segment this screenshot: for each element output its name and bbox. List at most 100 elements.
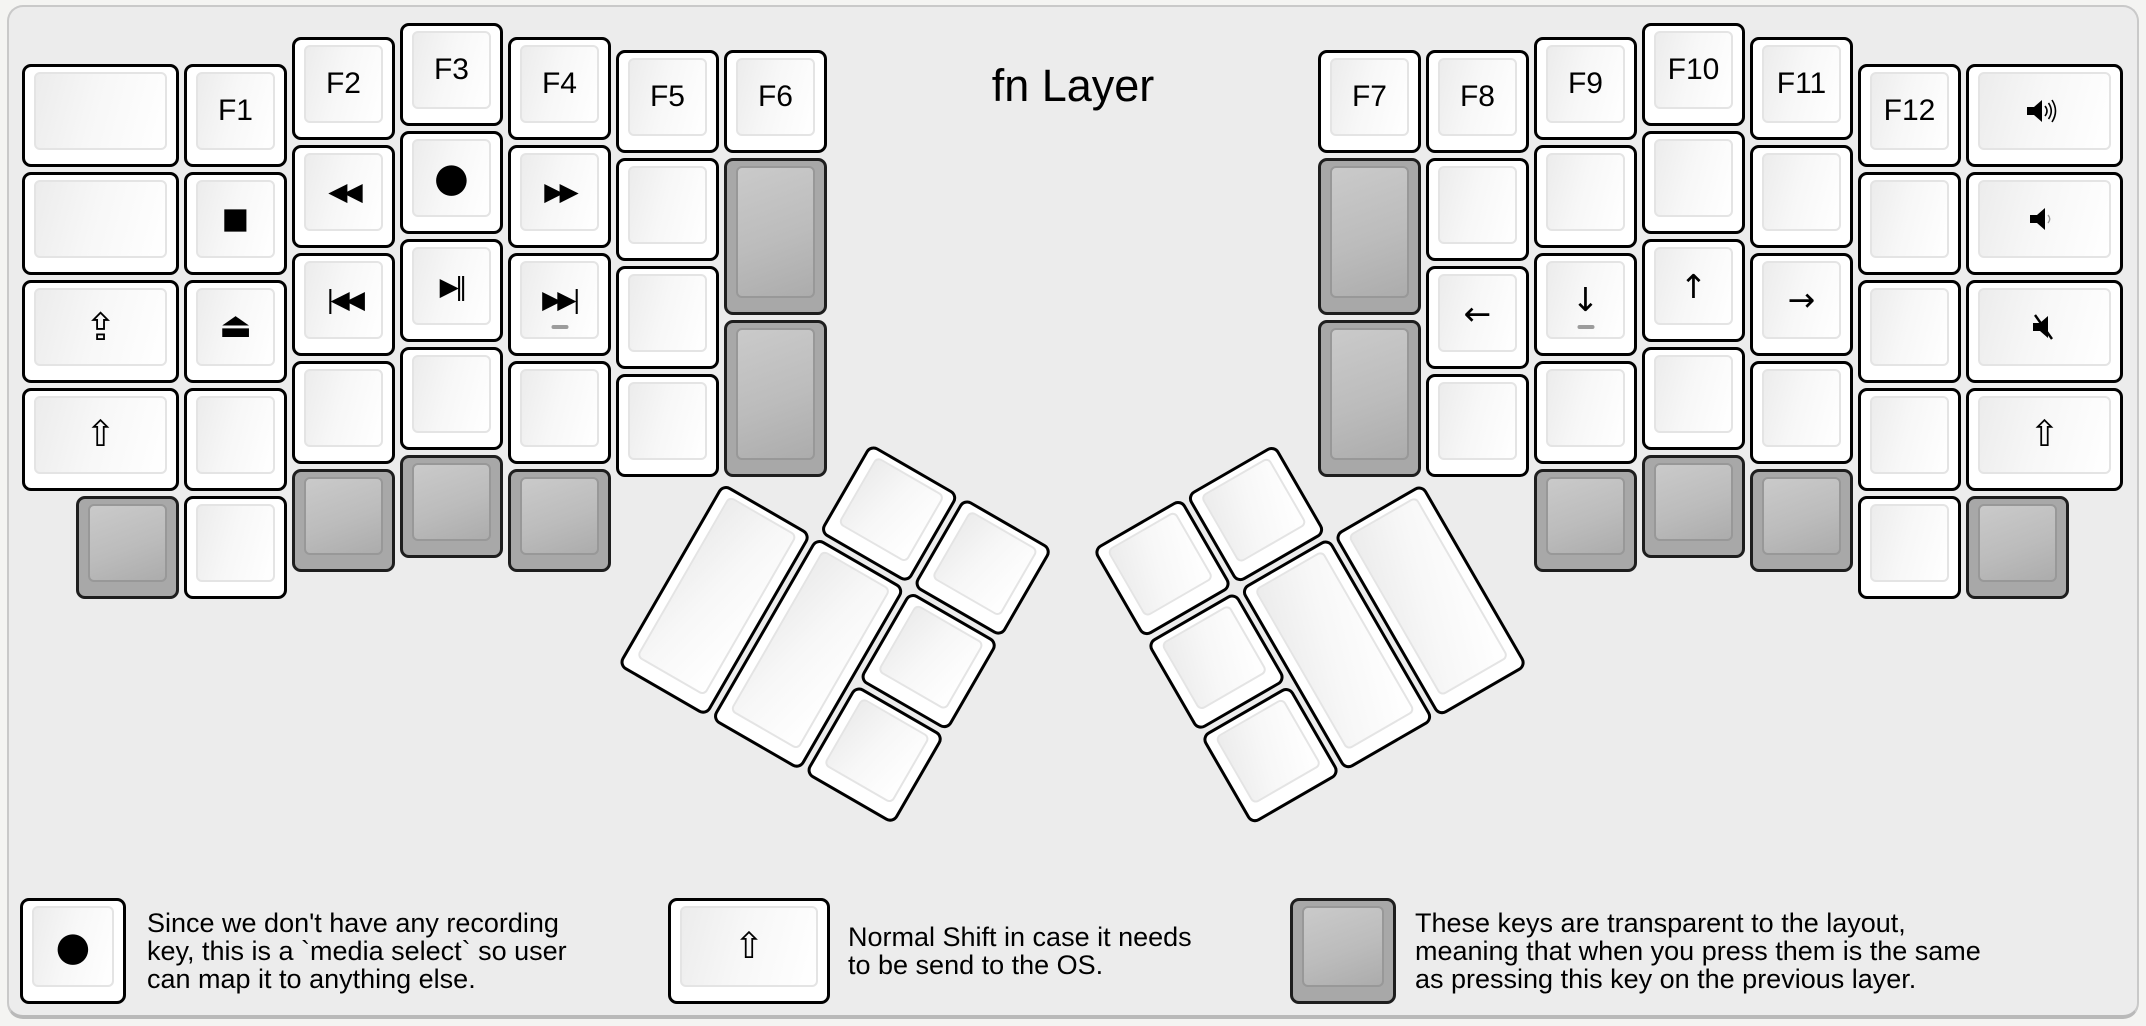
- key-record[interactable]: ●: [400, 131, 503, 234]
- key-f1[interactable]: F1: [184, 63, 287, 167]
- key-cap: |◀◀: [304, 260, 383, 339]
- key-blank-r5[interactable]: [1642, 131, 1745, 234]
- legend-text-record: Since we don't have any recording key, t…: [147, 908, 567, 994]
- key-transparent-r5[interactable]: [1750, 468, 1853, 572]
- key-rewind[interactable]: ◀◀: [292, 144, 395, 248]
- key-blank-r8[interactable]: [1750, 360, 1853, 464]
- key-f10[interactable]: F10: [1642, 23, 1745, 126]
- key-transparent-l4[interactable]: [724, 158, 827, 315]
- key-volume-up[interactable]: [1966, 63, 2123, 167]
- key-caps-lock[interactable]: ⇪: [22, 279, 179, 383]
- key-f3[interactable]: F3: [400, 23, 503, 126]
- key-volume-down[interactable]: [1966, 171, 2123, 275]
- key-f9[interactable]: F9: [1534, 36, 1637, 140]
- key-cap: [628, 274, 707, 352]
- key-cap: [736, 166, 815, 298]
- key-cap: [1546, 476, 1625, 555]
- key-mute[interactable]: [1966, 279, 2123, 383]
- key-cap: [1978, 71, 2111, 150]
- key-play-pause[interactable]: ▶‖: [400, 239, 503, 342]
- key-transparent-l1[interactable]: [292, 468, 395, 572]
- key-transparent-bottom-left[interactable]: [76, 495, 179, 599]
- key-blank-r10[interactable]: [1858, 279, 1961, 383]
- key-arrow-right[interactable]: →: [1750, 252, 1853, 356]
- key-eject[interactable]: ⏏: [184, 279, 287, 383]
- key-cap: [628, 166, 707, 244]
- key-f7[interactable]: F7: [1318, 50, 1421, 153]
- key-blank-r1[interactable]: [1426, 158, 1529, 261]
- key-cap: [1546, 152, 1625, 231]
- layer-title: fn Layer: [991, 60, 1155, 111]
- key-f12[interactable]: F12: [1858, 63, 1961, 167]
- key-legend: F8: [1459, 80, 1495, 113]
- key-cap: [1978, 287, 2111, 366]
- key-cap: [1160, 604, 1268, 712]
- key-cap: ↑: [1654, 247, 1733, 325]
- key-f5[interactable]: F5: [616, 50, 719, 153]
- key-blank-l9[interactable]: [616, 266, 719, 369]
- key-blank-l3[interactable]: [184, 387, 287, 491]
- key-blank-l10[interactable]: [616, 374, 719, 477]
- legend-key-shift: ⇧: [668, 898, 830, 1004]
- key-shift-left[interactable]: ⇧: [22, 387, 179, 491]
- key-arrow-down[interactable]: ↓: [1534, 252, 1637, 356]
- key-blank-l6[interactable]: [400, 347, 503, 450]
- key-cap: [1654, 355, 1733, 433]
- key-blank-r12[interactable]: [1858, 495, 1961, 599]
- key-f11[interactable]: F11: [1750, 36, 1853, 140]
- key-f6[interactable]: F6: [724, 50, 827, 153]
- key-cap: [1870, 503, 1949, 582]
- key-blank-r4[interactable]: [1534, 360, 1637, 464]
- key-cap: F9: [1546, 44, 1625, 123]
- key-cap: [1762, 476, 1841, 555]
- key-transparent-l2[interactable]: [400, 455, 503, 558]
- key-blank-l8[interactable]: [616, 158, 719, 261]
- key-cap: [1870, 395, 1949, 474]
- key-legend: ↑: [1679, 266, 1708, 306]
- record-icon: ●: [55, 923, 91, 970]
- mute-icon: [2032, 313, 2053, 340]
- key-arrow-left[interactable]: ←: [1426, 266, 1529, 369]
- key-blank-l1[interactable]: [22, 63, 179, 167]
- key-transparent-r4[interactable]: [1642, 455, 1745, 558]
- key-transparent-l3[interactable]: [508, 468, 611, 572]
- key-fast-forward[interactable]: ▶▶: [508, 144, 611, 248]
- key-blank-r11[interactable]: [1858, 387, 1961, 491]
- key-f4[interactable]: F4: [508, 36, 611, 140]
- key-cap: [931, 510, 1039, 618]
- key-blank-l2[interactable]: [22, 171, 179, 275]
- key-f8[interactable]: F8: [1426, 50, 1529, 153]
- key-f2[interactable]: F2: [292, 36, 395, 140]
- volume-down-icon: [2029, 207, 2050, 230]
- key-blank-r7[interactable]: [1750, 144, 1853, 248]
- key-cap: ▶▶|: [520, 260, 599, 339]
- key-legend: ■: [221, 201, 250, 235]
- key-cap: ◀◀: [304, 152, 383, 231]
- key-legend: ●: [434, 155, 469, 201]
- key-transparent-r1[interactable]: [1318, 158, 1421, 315]
- key-cap: [412, 355, 491, 433]
- key-blank-r2[interactable]: [1426, 374, 1529, 477]
- key-blank-l7[interactable]: [508, 360, 611, 464]
- key-blank-l4[interactable]: [184, 495, 287, 599]
- key-blank-r6[interactable]: [1642, 347, 1745, 450]
- key-blank-r9[interactable]: [1858, 171, 1961, 275]
- key-arrow-up[interactable]: ↑: [1642, 239, 1745, 342]
- key-prev-track[interactable]: |◀◀: [292, 252, 395, 356]
- key-transparent-l5[interactable]: [724, 320, 827, 477]
- key-blank-l5[interactable]: [292, 360, 395, 464]
- key-blank-r3[interactable]: [1534, 144, 1637, 248]
- key-cap: [1106, 510, 1214, 618]
- key-cap: [520, 476, 599, 555]
- key-transparent-bottom-right[interactable]: [1966, 495, 2069, 599]
- key-shift-right[interactable]: ⇧: [1966, 387, 2123, 491]
- key-next-track[interactable]: ▶▶|: [508, 252, 611, 356]
- key-transparent-r3[interactable]: [1534, 468, 1637, 572]
- key-sub-dash: [551, 324, 568, 329]
- key-transparent-r2[interactable]: [1318, 320, 1421, 477]
- key-cap: [1978, 179, 2111, 258]
- key-cap: [88, 503, 167, 582]
- key-stop[interactable]: ■: [184, 171, 287, 275]
- key-cap: [412, 463, 491, 541]
